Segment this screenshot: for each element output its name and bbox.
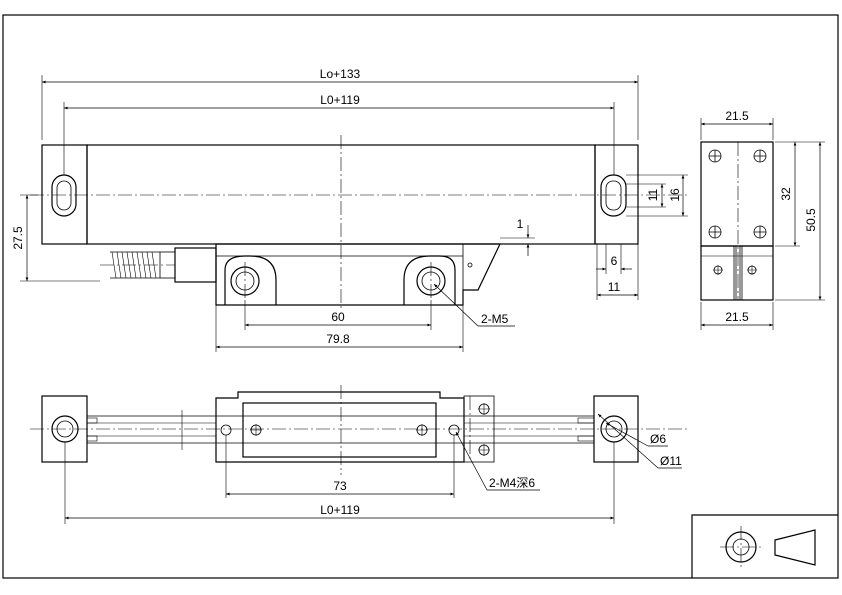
left-end-bracket	[41, 144, 88, 245]
end-view-screws	[708, 149, 767, 239]
dim-1: 1	[517, 217, 524, 231]
end-view-dimensions: 21.5 32 50.5 21.5	[700, 109, 825, 330]
projection-symbol	[691, 514, 838, 578]
end-reader-block	[700, 245, 774, 301]
dim-l0-119-bottom: L0+119	[320, 503, 360, 517]
callout-dia-6: Ø6	[650, 432, 666, 446]
dim-lo-133: Lo+133	[320, 67, 361, 81]
dim-l0-119-top: L0+119	[320, 93, 360, 107]
callout-dia-11: Ø11	[660, 454, 682, 468]
dim-16-slot: 16	[668, 188, 682, 202]
dim-50-5: 50.5	[804, 208, 818, 232]
front-view-dimensions: Lo+133 L0+119 27.5 1 60 79.8 2-M5	[11, 67, 688, 352]
dim-6: 6	[611, 254, 618, 268]
dim-79-8: 79.8	[326, 332, 350, 346]
plan-right-bracket	[593, 395, 639, 463]
dim-73: 73	[333, 479, 347, 493]
plan-view-dimensions: 73 L0+119 2-M4深6 Ø6 Ø11	[64, 413, 682, 524]
callout-2-m5: 2-M5	[481, 312, 509, 326]
dim-21-5-bottom: 21.5	[725, 310, 749, 324]
right-slot	[600, 174, 627, 217]
dim-11-end: 11	[608, 280, 621, 294]
plan-clamp	[463, 395, 495, 463]
plan-reader-label-plate	[242, 402, 437, 458]
plan-view	[30, 385, 690, 475]
right-boss	[403, 255, 456, 305]
dim-60: 60	[331, 310, 345, 324]
drawing-frame	[2, 14, 839, 579]
front-view	[30, 135, 690, 310]
callout-2-m4: 2-M4深6	[489, 476, 535, 490]
end-bracket-plate	[700, 141, 774, 247]
cable-connector	[174, 247, 217, 283]
end-view	[700, 141, 774, 301]
dim-27-5: 27.5	[11, 226, 25, 250]
dim-32: 32	[779, 187, 793, 201]
plan-reader-head	[215, 391, 465, 463]
dim-21-5-top: 21.5	[725, 109, 749, 123]
reader-head	[215, 243, 501, 306]
right-end-bracket	[594, 144, 639, 245]
left-boss	[224, 255, 277, 305]
dim-11-slot: 11	[646, 188, 660, 201]
